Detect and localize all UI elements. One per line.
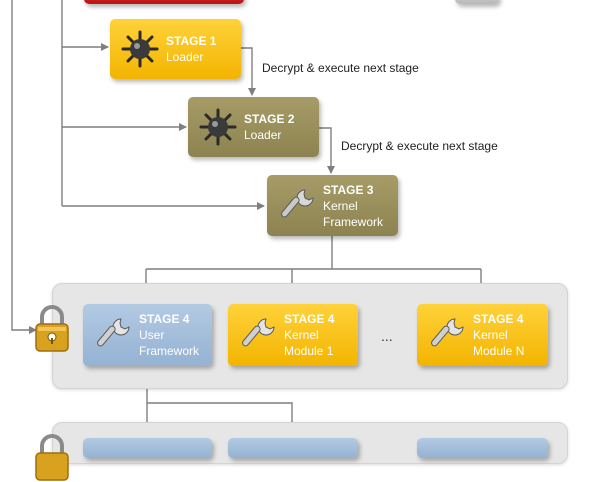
stage5-node-2 [228,438,358,458]
diagram-canvas: STAGE 1 Loader STAGE 2 Loader STAGE 3 [11,0,568,481]
stage1-title: STAGE 1 [166,34,217,48]
wrench-icon [97,318,130,347]
top-right-node [455,0,499,4]
stage5-node-1 [83,438,212,458]
wrench-icon [281,188,314,217]
stage4-kernel-module1-node: STAGE 4 Kernel Module 1 [228,304,358,366]
top-red-node [84,0,244,4]
padlock-icon [35,305,69,352]
stage4-moduleN-subtitle-line2: Module N [473,344,525,358]
stage4-user-title: STAGE 4 [139,312,190,326]
stage4-ellipsis: ... [381,328,393,344]
stage4-user-framework-node: STAGE 4 User Framework [83,304,212,366]
wrench-icon [431,318,464,347]
stage3-node: STAGE 3 Kernel Framework [267,175,398,236]
edge-label-stage2-stage3: Decrypt & execute next stage [341,139,498,153]
stage4-module1-subtitle-line1: Kernel [284,328,319,342]
stage4-user-subtitle-line1: User [139,328,165,342]
stage4-module1-title: STAGE 4 [284,312,335,326]
edge-label-stage1-stage2: Decrypt & execute next stage [262,61,419,75]
stage1-to-stage2-line [240,47,256,96]
stage4-moduleN-title: STAGE 4 [473,312,524,326]
stage4-moduleN-subtitle-line1: Kernel [473,328,508,342]
stage2-subtitle: Loader [244,128,282,142]
stage4-user-subtitle-line2: Framework [139,344,200,358]
spiked-mine-icon [199,108,237,146]
padlock-icon [35,434,69,481]
stage3-subtitle-line1: Kernel [323,198,358,213]
stage2-node: STAGE 2 Loader [188,97,319,157]
spiked-mine-icon [121,30,159,68]
stage1-node: STAGE 1 Loader [110,19,241,79]
wrench-icon [242,318,275,347]
stage2-title: STAGE 2 [244,112,295,126]
stage4-module1-subtitle-line2: Module 1 [284,344,334,358]
stage3-title: STAGE 3 [323,182,374,197]
outer-bus-line [11,0,37,334]
stage4-kernel-moduleN-node: STAGE 4 Kernel Module N [417,304,548,366]
stage5-node-3 [417,438,548,458]
stage2-to-stage3-line [318,127,335,174]
stage3-subtitle-line2: Framework [323,214,384,229]
stage1-subtitle: Loader [166,50,204,64]
